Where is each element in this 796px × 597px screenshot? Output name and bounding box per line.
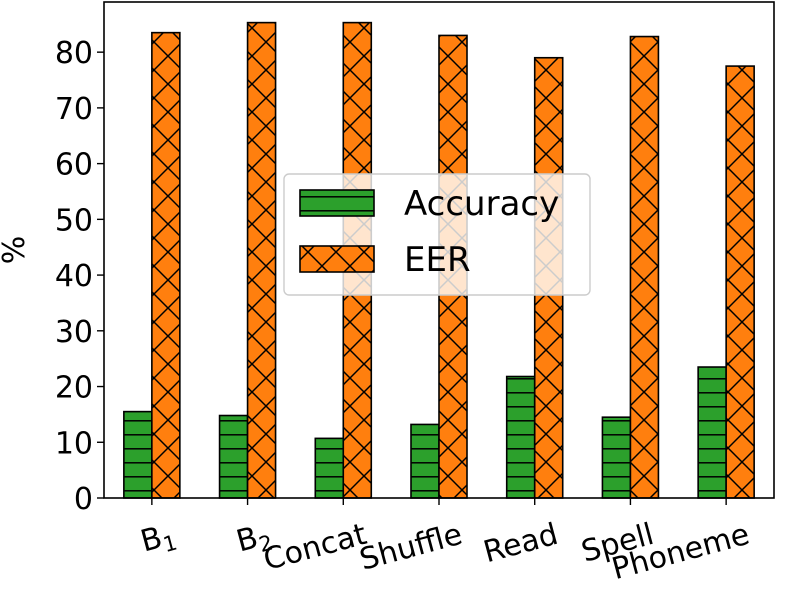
y-tick-label: 10 — [55, 426, 93, 461]
bar-eer-spell — [629, 35, 660, 499]
plot-area — [123, 21, 755, 499]
bar-eer-phoneme — [725, 65, 755, 499]
bar-accuracy-phoneme — [697, 366, 727, 499]
y-tick-label: 80 — [55, 36, 93, 71]
y-tick-label: 0 — [74, 482, 93, 517]
y-tick-label: 50 — [55, 203, 93, 238]
bar-accuracy-concat — [314, 437, 345, 499]
y-tick-label: 70 — [55, 92, 93, 127]
bar-accuracy-shuffle — [410, 423, 440, 499]
bar-accuracy-b2 — [218, 414, 249, 499]
y-tick-label: 30 — [55, 315, 93, 350]
bar-eer-b1 — [151, 31, 181, 499]
legend-label-eer: EER — [404, 240, 471, 280]
legend-swatch-eer — [299, 245, 375, 273]
x-tick-label-shuffle: Shuffle — [356, 517, 466, 578]
legend-label-accuracy: Accuracy — [404, 184, 559, 224]
x-tick-label-read: Read — [480, 517, 562, 570]
bar-eer-b2 — [246, 21, 277, 499]
y-axis-label: % — [0, 236, 32, 265]
x-tick-label-b1: B1 — [137, 517, 180, 562]
bar-accuracy-read — [505, 375, 536, 499]
bar-accuracy-b1 — [123, 410, 153, 499]
y-tick-label: 60 — [55, 148, 93, 183]
x-tick-label-concat: Concat — [260, 517, 371, 578]
y-tick-label: 20 — [55, 371, 93, 406]
y-tick-label: 40 — [55, 259, 93, 294]
bar-accuracy-spell — [601, 416, 632, 499]
legend-swatch-accuracy — [299, 189, 375, 217]
